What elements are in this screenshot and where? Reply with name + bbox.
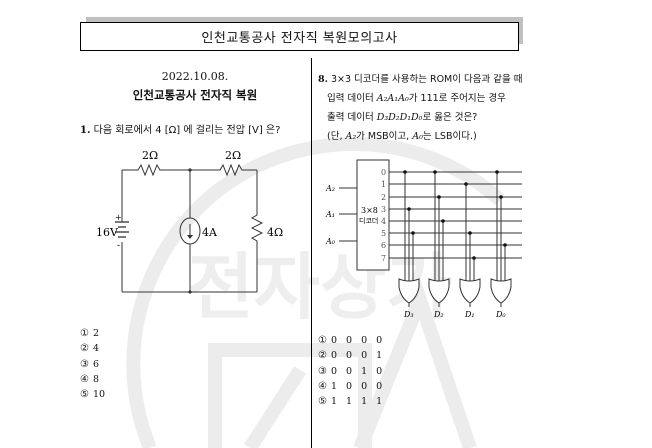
page-title-text: 인천교통공사 전자직 복원모의고사: [201, 31, 398, 46]
svg-text:2: 2: [381, 193, 386, 202]
svg-text:7: 7: [381, 254, 386, 263]
output-d3: D₃: [403, 310, 414, 319]
page-title: 인천교통공사 전자직 복원모의고사: [80, 22, 519, 51]
input-a0: A₀: [325, 237, 336, 246]
decoder-label-2: 디코더: [359, 216, 378, 225]
r2-label: 2Ω: [225, 149, 241, 162]
svg-text:5: 5: [381, 229, 386, 238]
or-gate-d1-icon: [459, 278, 481, 304]
svg-text:4: 4: [381, 217, 386, 226]
decoder-label-1: 3×8: [361, 206, 378, 215]
question-8: 8. 3×3 디코더를 사용하는 ROM이 다음과 같을 때 입력 데이터 A₂…: [318, 74, 523, 142]
question-1-text: 다음 회로에서 4 [Ω] 에 걸리는 전압 [V] 은?: [93, 125, 281, 136]
input-a1: A₁: [325, 210, 335, 219]
or-gate-d3-icon: [398, 278, 420, 304]
voltage-source-label: 16V: [96, 226, 119, 239]
decoder-box: [356, 159, 390, 271]
question-1: 1. 다음 회로에서 4 [Ω] 에 걸리는 전압 [V] 은?: [80, 121, 280, 136]
exam-subtitle: 인천교통공사 전자직 복원: [132, 88, 258, 102]
r1-label: 2Ω: [142, 149, 158, 162]
exam-date: 2022.10.08.: [161, 70, 229, 83]
current-source-label: 4A: [202, 226, 218, 239]
current-arrow-icon: [187, 235, 193, 239]
question-1-number: 1.: [80, 125, 91, 136]
or-gate-d2-icon: [428, 278, 450, 304]
svg-text:6: 6: [381, 241, 386, 250]
column-divider: [311, 58, 312, 448]
rom-decoder-diagram: A₂ A₁ A₀ 3×8 디코더 0 1 2 3 4 5 6 7: [325, 159, 522, 319]
question-8-number: 8.: [318, 74, 328, 85]
circuit-diagram: 2Ω 2Ω 4Ω 16V + - 4A: [96, 149, 283, 294]
r3-label: 4Ω: [267, 226, 283, 239]
output-d1: D₁: [464, 310, 475, 319]
output-d2: D₂: [433, 310, 444, 319]
source-minus: -: [117, 241, 120, 251]
input-a2: A₂: [325, 184, 335, 193]
or-gate-d0-icon: [490, 278, 512, 304]
svg-text:3: 3: [381, 205, 386, 214]
svg-text:0: 0: [381, 168, 386, 177]
svg-text:1: 1: [381, 180, 386, 189]
output-d0: D₀: [495, 310, 506, 319]
source-plus: +: [115, 213, 122, 222]
